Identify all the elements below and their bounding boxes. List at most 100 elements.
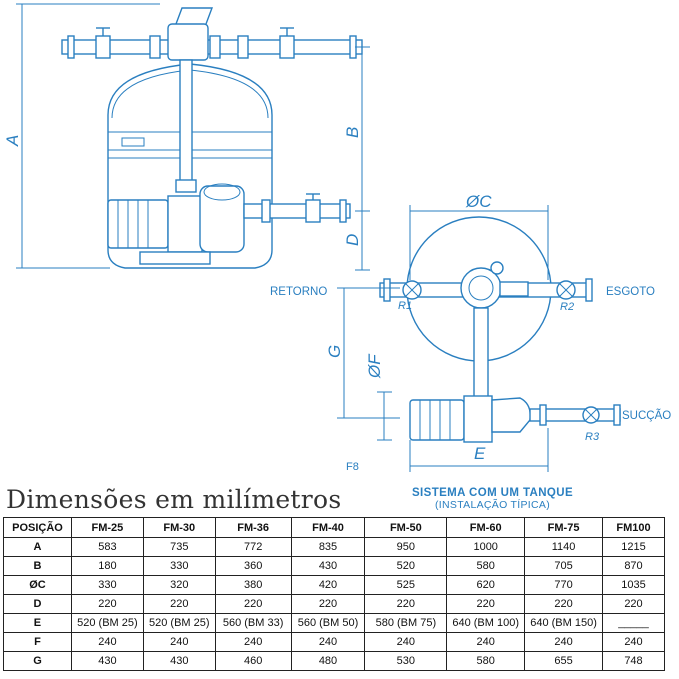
table-cell: 460 — [214, 651, 292, 671]
table-cell: 950 — [364, 537, 448, 557]
table-cell: 560 (BM 33) — [214, 613, 292, 633]
column-header: FM-60 — [446, 517, 526, 538]
table-cell: 320 — [142, 575, 216, 595]
table-cell: 580 — [446, 556, 526, 576]
table-cell: 430 — [290, 556, 366, 576]
table-cell-position: D — [3, 594, 72, 614]
table-row: D 220 220 220 220 220 220 220 220 — [3, 594, 666, 614]
table-row: G 430 430 460 480 530 580 655 748 — [3, 651, 666, 671]
table-cell: 520 (BM 25) — [70, 613, 144, 633]
page-title: Dimensões em milímetros — [6, 485, 342, 514]
table-cell: 220 — [364, 594, 448, 614]
table-cell: 748 — [601, 651, 666, 671]
dimension-label-f: ØF — [365, 353, 384, 379]
table-cell: 735 — [142, 537, 216, 557]
table-cell: 870 — [601, 556, 666, 576]
system-caption-subtitle: (INSTALAÇÃO TÍPICA) — [435, 499, 550, 511]
column-header: FM100 — [601, 517, 666, 538]
label-r1: R1 — [398, 300, 412, 312]
dimension-label-b: B — [343, 127, 362, 138]
label-esgoto: ESGOTO — [606, 286, 655, 298]
table-cell: 180 — [70, 556, 144, 576]
table-row: ØC 330 320 380 420 525 620 770 1035 — [3, 575, 666, 595]
table-cell-position: E — [3, 613, 72, 633]
table-cell: 430 — [70, 651, 144, 671]
table-cell: 240 — [364, 632, 448, 652]
system-caption: SISTEMA COM UM TANQUE (INSTALAÇÃO TÍPICA… — [360, 487, 625, 511]
table-cell: 220 — [70, 594, 144, 614]
column-header: FM-50 — [364, 517, 448, 538]
table-cell: 530 — [364, 651, 448, 671]
top-view: ØC G ØF — [325, 192, 621, 472]
label-retorno: RETORNO — [270, 286, 327, 298]
table-cell: 772 — [214, 537, 292, 557]
table-cell: 240 — [446, 632, 526, 652]
table-cell: 360 — [214, 556, 292, 576]
column-header: FM-36 — [214, 517, 292, 538]
table-cell: _____ — [601, 613, 666, 633]
table-cell: 835 — [290, 537, 366, 557]
column-header: FM-25 — [70, 517, 144, 538]
dimensions-table: POSIÇÃO FM-25 FM-30 FM-36 FM-40 FM-50 FM… — [3, 517, 666, 671]
table-cell: 520 (BM 25) — [142, 613, 216, 633]
label-f8: F8 — [346, 461, 359, 473]
table-cell: 330 — [142, 556, 216, 576]
dimension-label-c: ØC — [465, 192, 492, 211]
table-cell: 480 — [290, 651, 366, 671]
table-cell-position: ØC — [3, 575, 72, 595]
table-header-row: POSIÇÃO FM-25 FM-30 FM-36 FM-40 FM-50 FM… — [3, 517, 666, 538]
table-cell: 240 — [142, 632, 216, 652]
table-cell: 220 — [214, 594, 292, 614]
table-cell: 220 — [142, 594, 216, 614]
table-cell: 655 — [524, 651, 603, 671]
dimension-label-d: D — [343, 234, 362, 246]
table-cell: 640 (BM 150) — [524, 613, 603, 633]
table-cell: 620 — [446, 575, 526, 595]
table-cell: 640 (BM 100) — [446, 613, 526, 633]
table-cell: 380 — [214, 575, 292, 595]
table-cell: 580 — [446, 651, 526, 671]
table-row: B 180 330 360 430 520 580 705 870 — [3, 556, 666, 576]
table-cell: 220 — [446, 594, 526, 614]
table-cell: 330 — [70, 575, 144, 595]
table-row: E 520 (BM 25) 520 (BM 25) 560 (BM 33) 56… — [3, 613, 666, 633]
table-cell: 420 — [290, 575, 366, 595]
table-cell: 580 (BM 75) — [364, 613, 448, 633]
dimension-label-a: A — [3, 135, 22, 147]
table-row: A 583 735 772 835 950 1000 1140 1215 — [3, 537, 666, 557]
table-cell: 1035 — [601, 575, 666, 595]
column-header: FM-30 — [142, 517, 216, 538]
table-cell: 705 — [524, 556, 603, 576]
table-cell: 240 — [524, 632, 603, 652]
table-cell: 220 — [601, 594, 666, 614]
table-cell-position: A — [3, 537, 72, 557]
table-cell: 240 — [601, 632, 666, 652]
table-cell: 1000 — [446, 537, 526, 557]
table-cell: 240 — [290, 632, 366, 652]
column-header: POSIÇÃO — [3, 517, 72, 538]
table-cell-position: B — [3, 556, 72, 576]
table-cell: 1215 — [601, 537, 666, 557]
table-cell: 220 — [524, 594, 603, 614]
label-r2: R2 — [560, 301, 574, 313]
system-caption-title: SISTEMA COM UM TANQUE — [411, 487, 574, 499]
table-cell: 430 — [142, 651, 216, 671]
table-cell: 525 — [364, 575, 448, 595]
table-row: F 240 240 240 240 240 240 240 240 — [3, 632, 666, 652]
column-header: FM-75 — [524, 517, 603, 538]
table-cell: 1140 — [524, 537, 603, 557]
table-cell: 560 (BM 50) — [290, 613, 366, 633]
dimension-label-g: G — [325, 345, 344, 358]
filter-installation-diagram: A B D ØC G — [3, 3, 671, 473]
table-cell: 240 — [70, 632, 144, 652]
table-cell: 583 — [70, 537, 144, 557]
table-cell: 520 — [364, 556, 448, 576]
label-succao: SUCÇÃO — [622, 409, 671, 422]
table-cell: 770 — [524, 575, 603, 595]
table-cell-position: F — [3, 632, 72, 652]
table-cell: 220 — [290, 594, 366, 614]
side-view: A B D — [3, 3, 370, 271]
table-cell: 240 — [214, 632, 292, 652]
table-cell-position: G — [3, 651, 72, 671]
label-r3: R3 — [585, 431, 600, 443]
